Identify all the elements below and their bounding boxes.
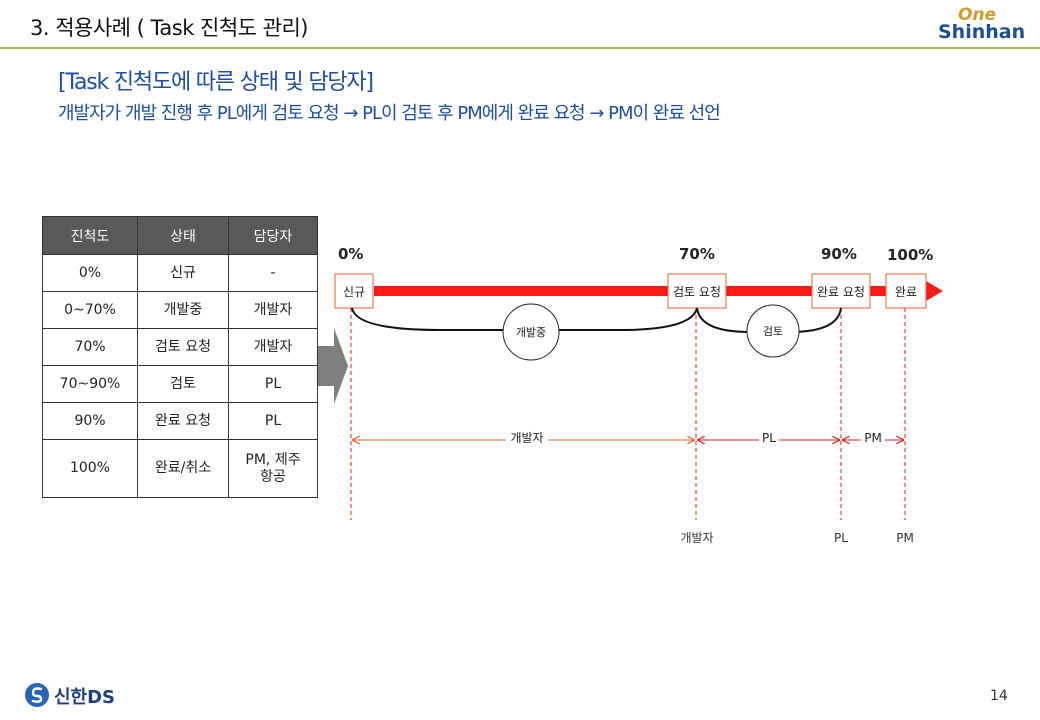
- progress-bar: [374, 286, 926, 296]
- progress-diagram: 0% 70% 90% 100% 신규 검토 요청 완료 요청 완료 개발중 검토…: [334, 245, 943, 545]
- percent-label: 70%: [679, 245, 715, 263]
- cell-owner: -: [228, 254, 318, 292]
- logo-shinhan-text: Shinhan: [938, 21, 1026, 43]
- shinhan-ds-logo-icon: [25, 683, 49, 707]
- state-box-done: [885, 273, 927, 309]
- table-row: 90% 완료 요청 PL: [42, 402, 318, 440]
- cell-owner: 개발자: [228, 328, 318, 366]
- table-row: 70% 검토 요청 개발자: [42, 328, 318, 366]
- table-row: 0~70% 개발중 개발자: [42, 291, 318, 329]
- cell-owner: 개발자: [228, 291, 318, 329]
- state-box-complete-request: [811, 273, 871, 309]
- section-title: [Task 진척도에 따른 상태 및 담당자]: [58, 70, 374, 95]
- phase-label: 개발중: [516, 326, 546, 339]
- cell-status: 신규: [137, 254, 229, 292]
- cell-owner: PM, 제주 항공: [228, 439, 318, 498]
- span-label-bg: [506, 431, 548, 445]
- span-label: 개발자: [510, 431, 543, 445]
- section-subtitle: 개발자가 개발 진행 후 PL에게 검토 요청 → PL이 검토 후 PM에게 …: [58, 103, 721, 124]
- phase-circle-review: [746, 304, 800, 358]
- flow-arrow-icon: [318, 328, 348, 404]
- span-label-bg: [759, 431, 779, 445]
- table-header-row: 진척도 상태 담당자: [42, 216, 318, 255]
- table-row: 0% 신규 -: [42, 254, 318, 292]
- cell-status: 개발중: [137, 291, 229, 329]
- state-label: 신규: [343, 285, 365, 299]
- page-number: 14: [990, 688, 1008, 704]
- span-label-bg: [861, 431, 885, 445]
- span-label: PM: [864, 431, 882, 445]
- footer-logo-text: 신한DS: [54, 687, 116, 708]
- cell-status: 완료 요청: [137, 402, 229, 440]
- cell-progress: 90%: [42, 402, 138, 440]
- logo-one-text: One: [958, 5, 997, 25]
- state-box-review-request: [667, 273, 727, 309]
- bottom-label: 개발자: [680, 531, 713, 545]
- state-label: 검토 요청: [673, 285, 721, 299]
- phase-label: 검토: [763, 325, 783, 338]
- cell-progress: 70~90%: [42, 365, 138, 403]
- state-box-new: [334, 273, 374, 309]
- cell-owner: PL: [228, 402, 318, 440]
- phase-curve-develop: [351, 307, 698, 331]
- header-divider: [0, 47, 1040, 49]
- phase-circle-develop: [502, 303, 560, 361]
- percent-label: 100%: [887, 246, 933, 264]
- page-title: 3. 적용사례 ( Task 진척도 관리): [30, 16, 309, 40]
- cell-status: 완료/취소: [137, 439, 229, 498]
- cell-progress: 100%: [42, 439, 138, 498]
- header-progress: 진척도: [42, 216, 138, 255]
- cell-status: 검토: [137, 365, 229, 403]
- progress-bar-arrowhead-icon: [926, 281, 943, 301]
- cell-owner: PL: [228, 365, 318, 403]
- bottom-label: PM: [896, 531, 914, 545]
- header-owner: 담당자: [228, 216, 318, 255]
- span-label: PL: [762, 431, 776, 445]
- percent-label: 90%: [821, 245, 857, 263]
- state-label: 완료 요청: [817, 285, 865, 299]
- cell-progress: 0~70%: [42, 291, 138, 329]
- percent-label: 0%: [338, 245, 363, 263]
- progress-table: 진척도 상태 담당자 0% 신규 - 0~70% 개발중 개발자 70% 검토 …: [42, 216, 318, 498]
- bottom-label: PL: [834, 531, 848, 545]
- cell-progress: 70%: [42, 328, 138, 366]
- cell-status: 검토 요청: [137, 328, 229, 366]
- table-row: 100% 완료/취소 PM, 제주 항공: [42, 439, 318, 498]
- header-status: 상태: [137, 216, 229, 255]
- table-row: 70~90% 검토 PL: [42, 365, 318, 403]
- cell-progress: 0%: [42, 254, 138, 292]
- state-label: 완료: [895, 285, 917, 299]
